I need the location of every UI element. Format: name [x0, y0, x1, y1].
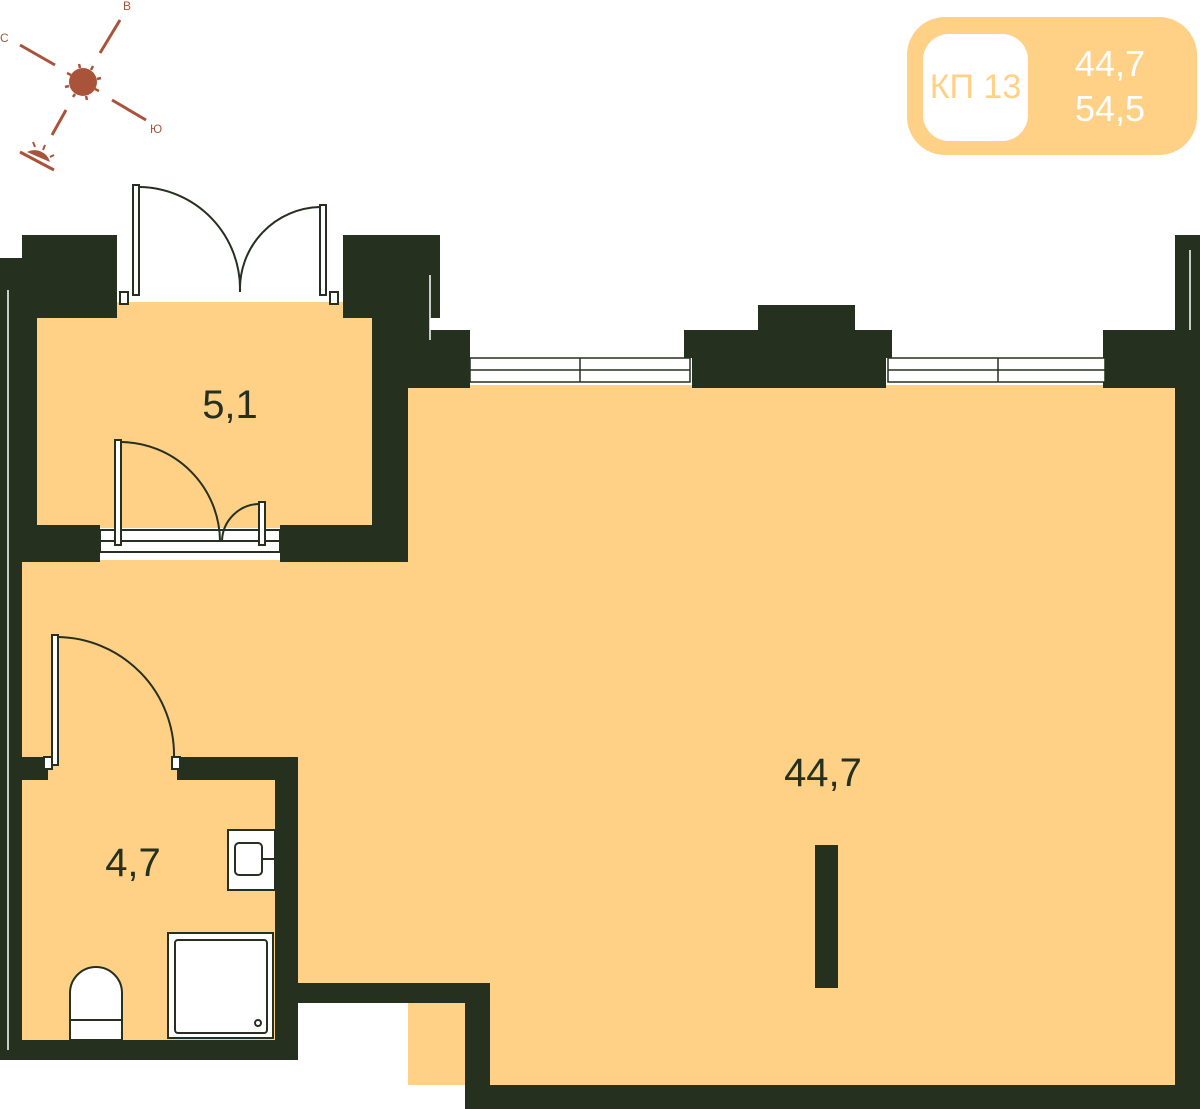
entry-door[interactable]: [99, 439, 281, 553]
entrance-door[interactable]: [117, 184, 343, 305]
walls: [0, 235, 1200, 1109]
compass-east-label: В: [123, 0, 131, 13]
room-area-bathroom: 4,7: [105, 841, 161, 885]
sunset-icon: [27, 150, 50, 162]
window: [887, 357, 1106, 383]
bathroom-door[interactable]: [43, 634, 181, 770]
toilet-icon: [69, 966, 123, 1041]
window: [469, 357, 691, 383]
living-area: 44,7: [1075, 43, 1146, 84]
compass-south-label: Ю: [150, 122, 162, 136]
compass: С В Ю: [0, 0, 162, 172]
sun-icon: [69, 68, 97, 96]
apartment-badge: КП 13 44,7 54,5: [907, 17, 1197, 155]
room-area-entry: 5,1: [202, 383, 258, 427]
apartment-code: КП 13: [923, 34, 1028, 141]
total-area: 54,5: [1075, 88, 1146, 129]
badge-areas: 44,7 54,5: [1075, 41, 1145, 131]
sink-icon: [227, 829, 276, 891]
shower-icon: [167, 932, 274, 1039]
room-area-main: 44,7: [784, 751, 862, 795]
compass-north-label: С: [0, 31, 9, 45]
floor: [22, 300, 1175, 1085]
